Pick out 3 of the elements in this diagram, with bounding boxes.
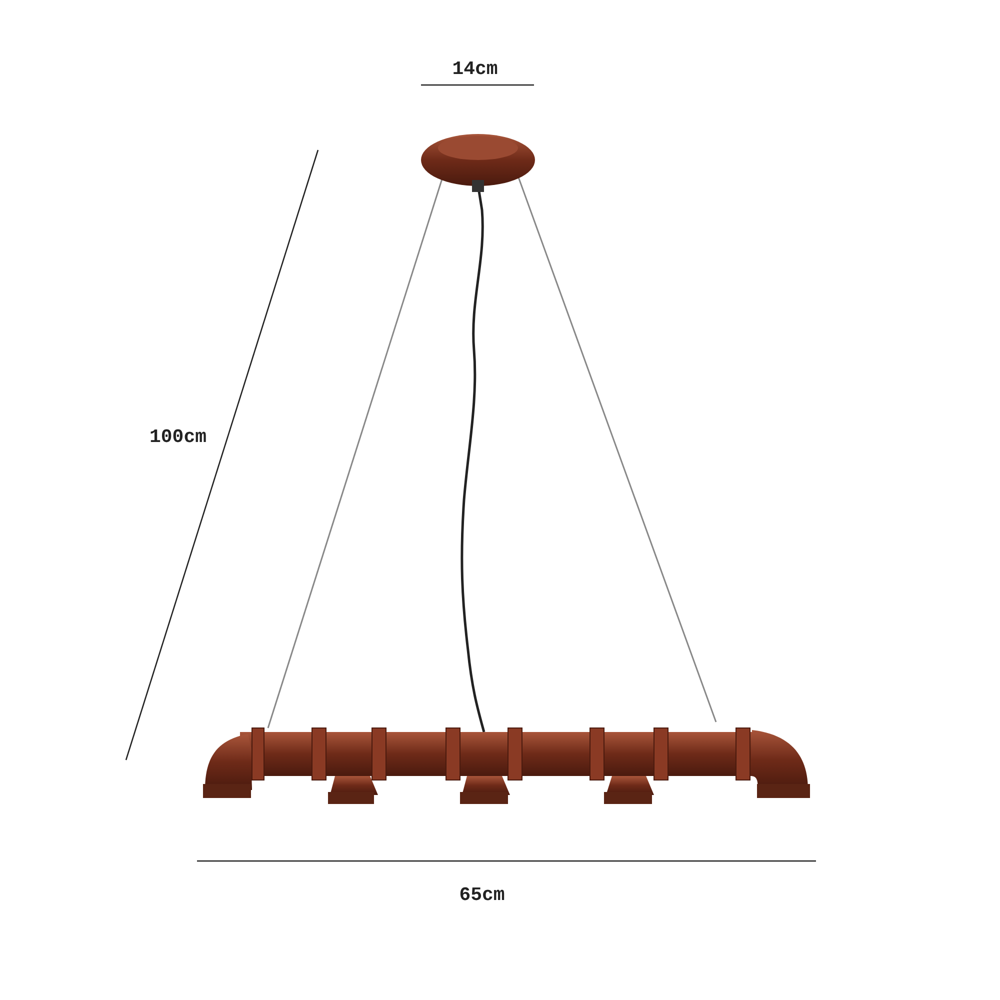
dimension-label: 65cm: [459, 884, 505, 906]
dimension-label: 14cm: [452, 58, 498, 80]
dimension-label: 100cm: [150, 426, 206, 448]
